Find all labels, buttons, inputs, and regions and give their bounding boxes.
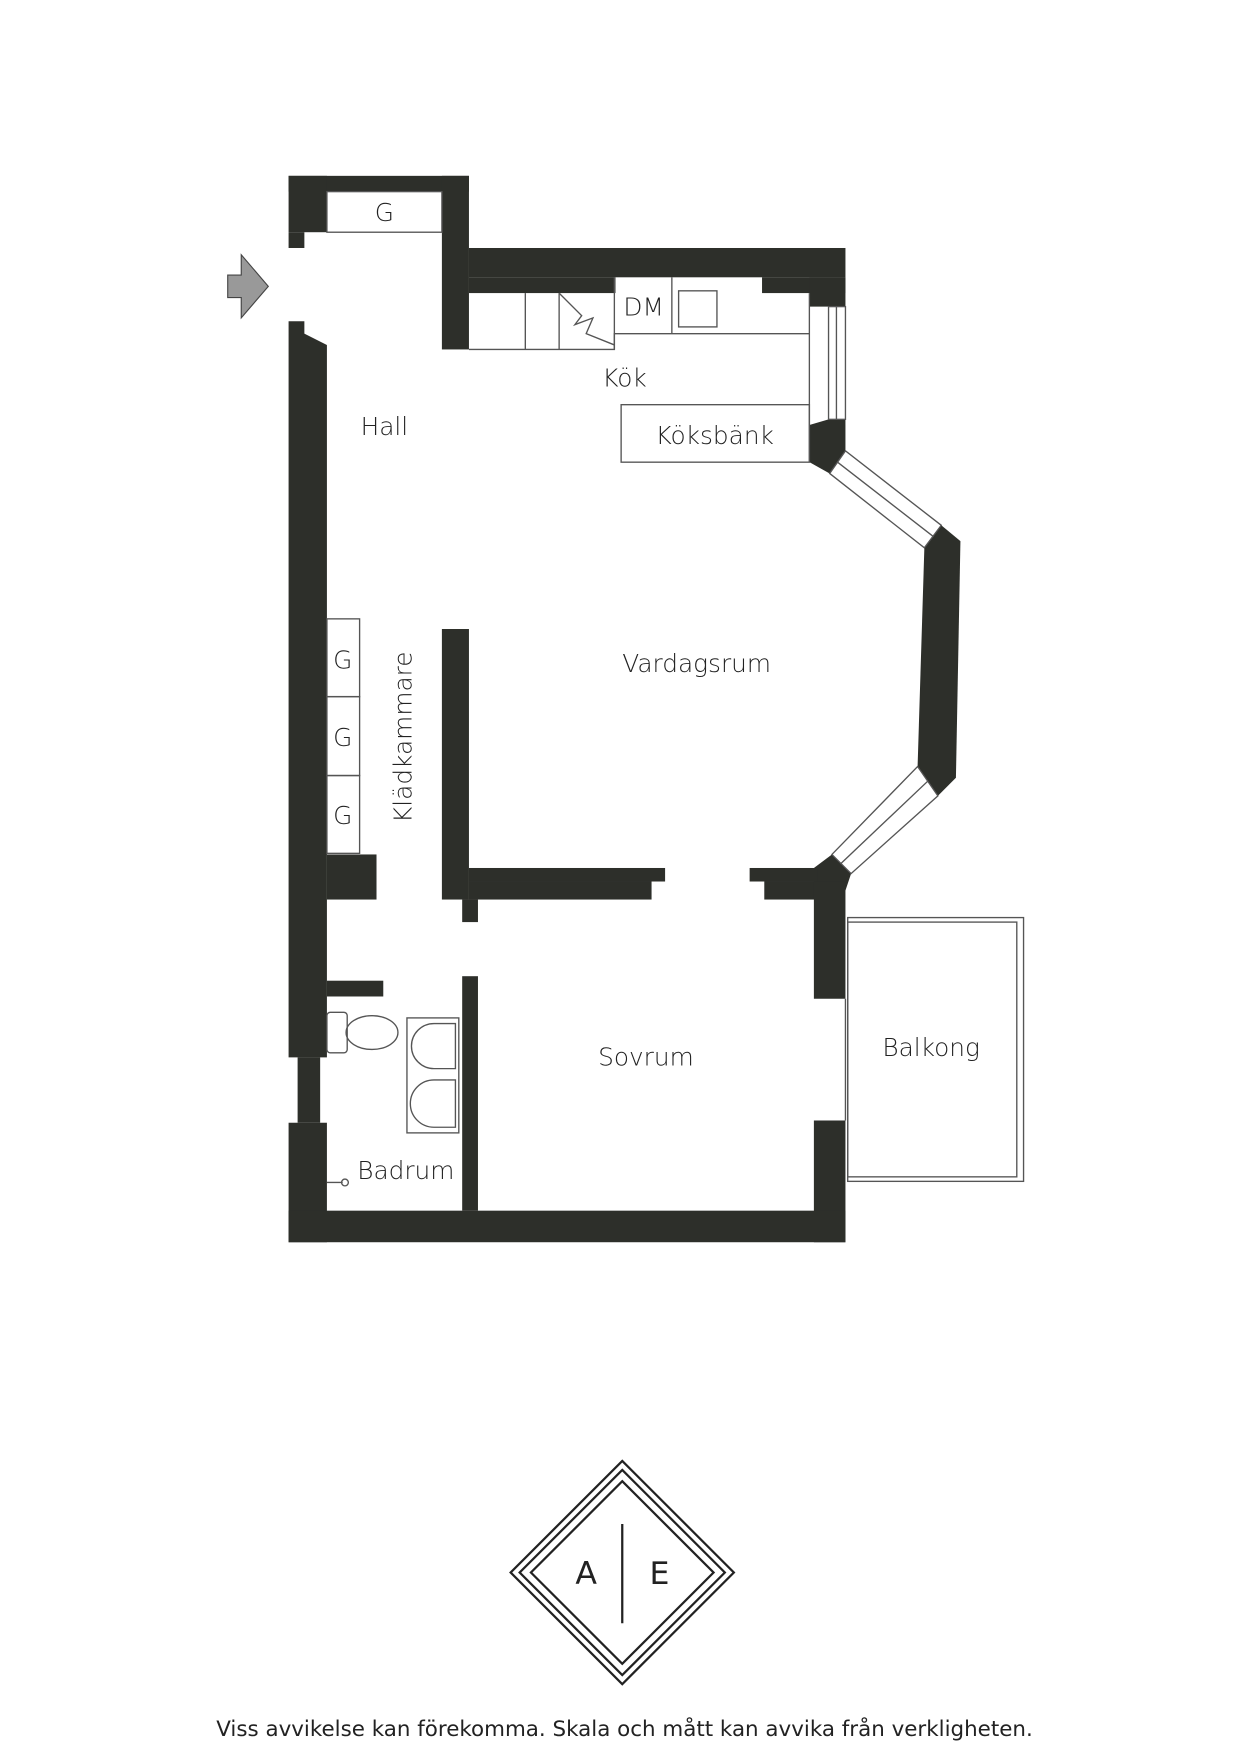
dishwasher-label: DM (623, 293, 663, 322)
closet-label: G (333, 645, 352, 674)
kok-label: Kök (602, 364, 647, 393)
sovrum-label: Sovrum (598, 1042, 694, 1071)
balcony (844, 916, 1025, 1183)
kitchen-island (620, 404, 811, 463)
sink-icon (406, 1017, 460, 1134)
koksbank-label: Köksbänk (655, 421, 773, 450)
shower-icon (326, 1178, 350, 1187)
kladkammare-label: Klädkammare (388, 651, 417, 823)
closet-label: G (333, 801, 352, 830)
badrum-label: Badrum (357, 1156, 454, 1185)
kitchen-counter (468, 277, 811, 463)
closet-label: G (333, 723, 352, 752)
toilet-icon (326, 1011, 399, 1054)
disclaimer: Viss avvikelse kan förekomma. Skala och … (216, 1716, 1033, 1742)
closet-label: G (375, 198, 394, 227)
walls (288, 175, 961, 1243)
vardagsrum-label: Vardagsrum (622, 649, 771, 678)
windows (827, 305, 943, 875)
closet-top (326, 190, 443, 233)
balkong-label: Balkong (882, 1033, 980, 1062)
logo (509, 1459, 736, 1686)
hall-label: Hall (361, 412, 409, 441)
closet-column: G G G (326, 618, 361, 855)
logo-letter-a: A (575, 1556, 597, 1592)
entrance-arrow-icon (227, 253, 270, 320)
logo-letter-e: E (649, 1556, 669, 1592)
stove-icon (677, 290, 718, 328)
